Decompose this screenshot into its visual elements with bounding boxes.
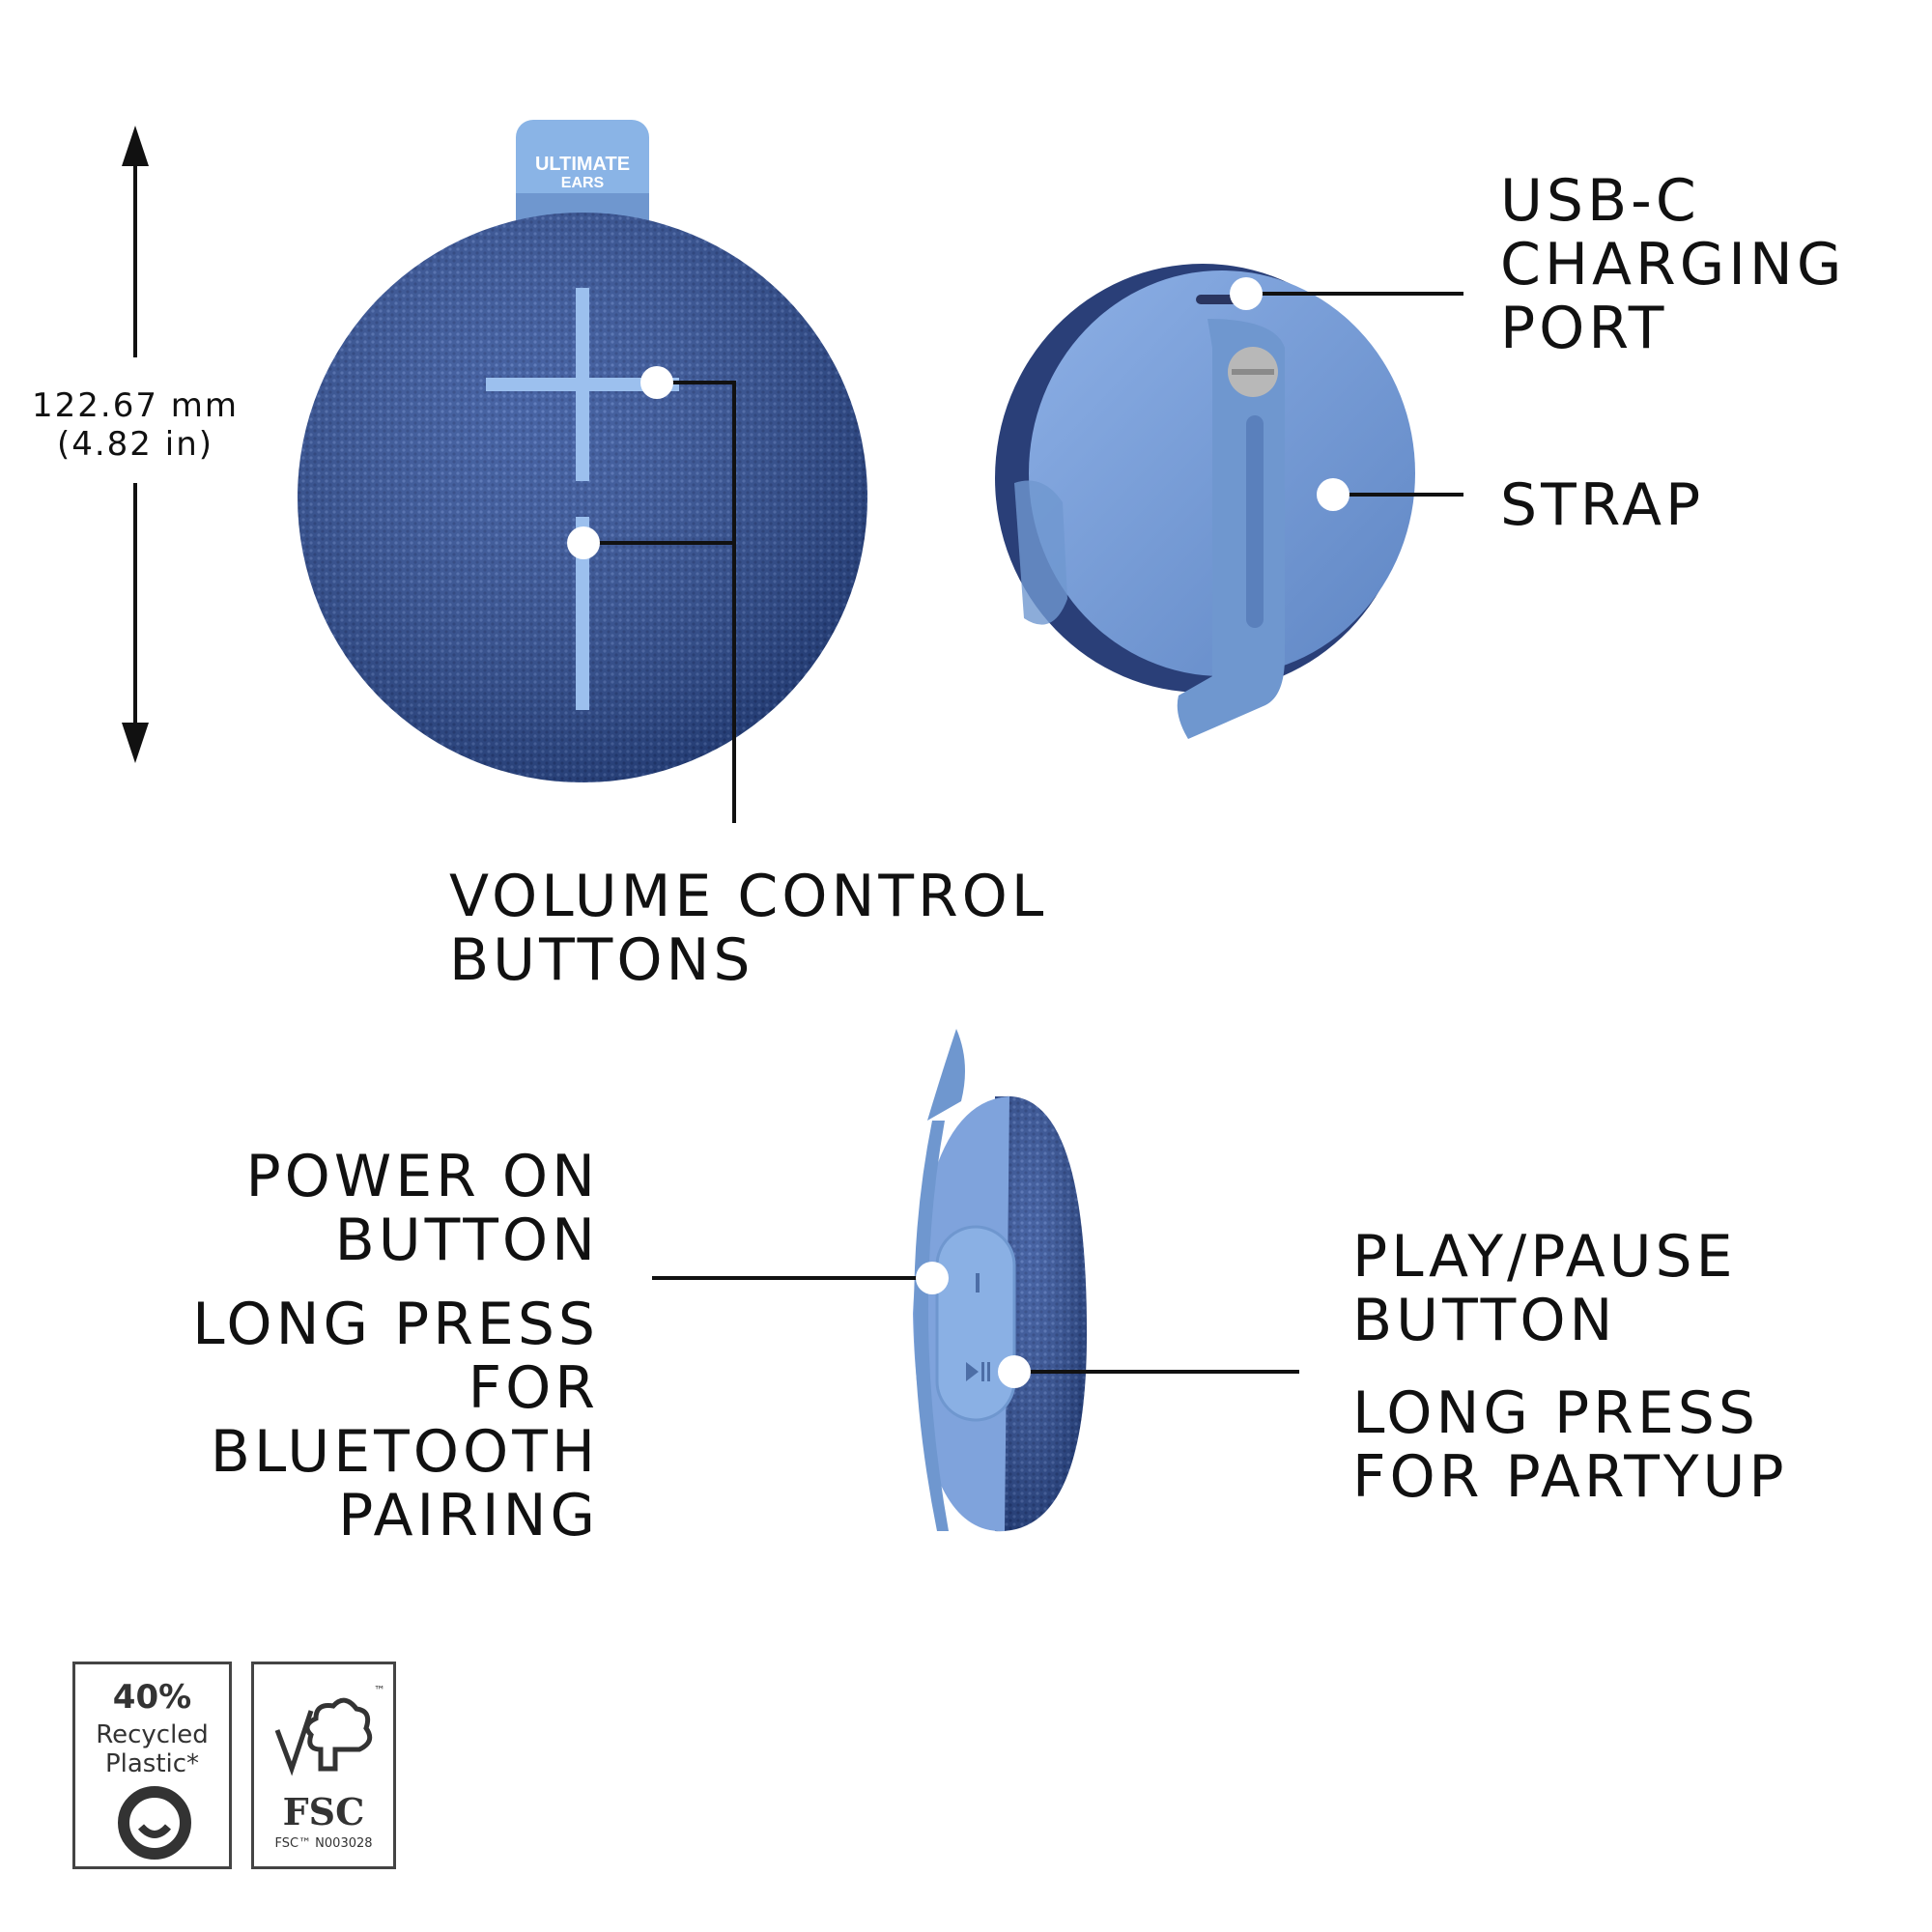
- volume-callout-lines: [567, 366, 736, 823]
- recycled-plastic-badge: 40% Recycled Plastic*: [72, 1662, 232, 1869]
- play-pause-icon: [966, 1362, 990, 1381]
- dimension-label: 122.67 mm (4.82 in): [0, 386, 270, 464]
- recycled-line2: Plastic*: [104, 1749, 200, 1778]
- usb-c-charging-port-label: USB-C CHARGING PORT: [1500, 167, 1846, 362]
- dimension-in: (4.82 in): [56, 425, 214, 464]
- volume-up-button[interactable]: [486, 288, 679, 481]
- speaker-front-view: [298, 120, 867, 782]
- power-icon: [976, 1273, 980, 1293]
- fsc-name: FSC: [282, 1790, 365, 1833]
- bluetooth-pairing-label: LONG PRESS FOR BLUETOOTH PAIRING: [192, 1291, 599, 1549]
- dimension-mm: 122.67 mm: [31, 386, 239, 425]
- speaker-back-view: [995, 264, 1415, 739]
- recycle-icon: [118, 1786, 191, 1860]
- strap-callout-line: [1317, 478, 1463, 511]
- volume-control-buttons-label: VOLUME CONTROL BUTTONS: [449, 863, 1048, 994]
- dimension-arrow: [122, 126, 149, 763]
- brand-line2: EARS: [560, 175, 605, 191]
- fsc-badge: ™ FSC FSC™ N003028: [251, 1662, 396, 1869]
- fsc-code: FSC™ N003028: [274, 1836, 373, 1851]
- power-on-button-label: POWER ON BUTTON: [245, 1143, 599, 1274]
- back-strap: [1177, 319, 1285, 739]
- speaker-side-view: [913, 1029, 1087, 1532]
- power-callout-line: [652, 1262, 949, 1294]
- side-button-panel: [935, 1225, 1016, 1422]
- fsc-tree-icon: [274, 1697, 373, 1776]
- usb-callout-line: [1230, 277, 1463, 310]
- play-pause-button-label: PLAY/PAUSE BUTTON: [1352, 1223, 1737, 1354]
- play-callout-line: [998, 1355, 1299, 1388]
- fsc-tm: ™: [374, 1684, 385, 1697]
- strap-label: STRAP: [1500, 471, 1705, 539]
- brand-logo: ULTIMATE EARS: [516, 155, 649, 193]
- recycled-line1: Recycled: [96, 1720, 209, 1749]
- recycled-percent: 40%: [112, 1678, 192, 1717]
- brand-line1: ULTIMATE: [534, 154, 631, 175]
- volume-down-button[interactable]: [576, 517, 589, 710]
- partyup-label: LONG PRESS FOR PARTYUP: [1352, 1379, 1788, 1511]
